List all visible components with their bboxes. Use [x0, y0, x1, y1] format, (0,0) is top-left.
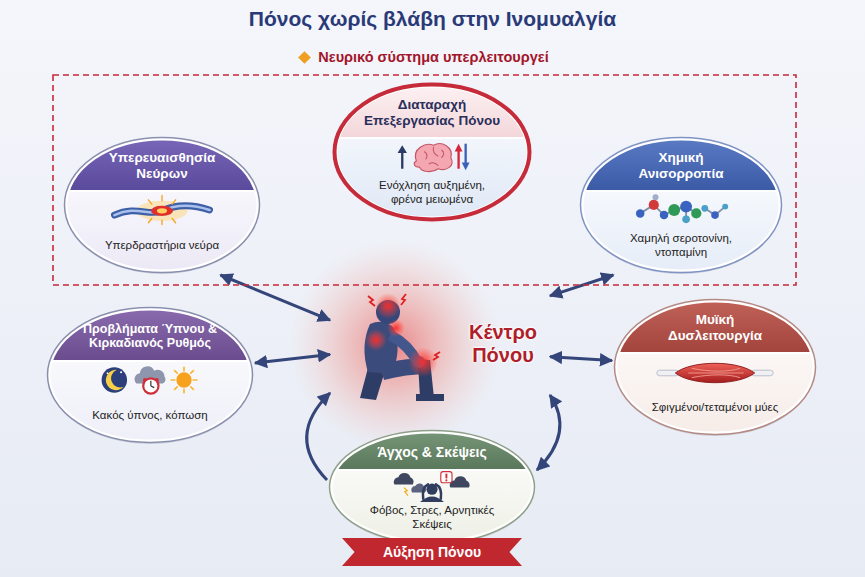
- connector-arrow: [537, 395, 560, 470]
- oval-heading: Μυϊκή Δυσλειτουργία: [653, 305, 778, 351]
- oval-body: Κακός ύπνος, κόπωση: [75, 401, 225, 431]
- factor-oval: Υπερευαισθησία ΝεύρωνΥπερδραστήρια νεύρα: [62, 135, 262, 275]
- oval-body: Ενόχληση αυξημένη, φρένα μειωμένα: [362, 176, 502, 210]
- factor-oval: Προβλήματα Ύπνου & Κιρκαδιανός ΡυθμόςΚακ…: [45, 305, 255, 445]
- crouching-figure: [360, 293, 444, 401]
- diagram-title: Πόνος χωρίς βλάβη στην Ινομυαλγία: [0, 7, 865, 31]
- region-heading: Νευρικό σύστημα υπερλειτουργεί: [52, 46, 797, 68]
- pain-glow: [290, 240, 500, 450]
- oval-body: Υπερδραστήρια νεύρα: [87, 231, 237, 261]
- factor-oval: Διαταραχή Επεξεργασίας ΠόνουΕνόχληση αυξ…: [332, 82, 532, 222]
- region-label: Νευρικό σύστημα υπερλειτουργεί: [318, 49, 548, 65]
- connector-arrow: [550, 357, 612, 361]
- connector-arrow: [255, 354, 330, 363]
- pain-center: Κέντρο Πόνου: [330, 290, 550, 405]
- center-label: Κέντρο Πόνου: [458, 304, 548, 384]
- oval-body: Σφιγμένοι/τεταμένοι μύες: [635, 393, 795, 423]
- dashed-region: Νευρικό σύστημα υπερλειτουργείΥπερευαισθ…: [52, 74, 797, 286]
- oval-body: Χαμηλή σεροτονίνη, ντοπαμίνη: [606, 231, 756, 261]
- factor-oval: Χημική ΑνισορροπίαΧαμηλή σεροτονίνη, ντο…: [578, 135, 784, 275]
- connector-arrow: [307, 393, 330, 480]
- oval-heading: Διαταραχή Επεξεργασίας Πόνου: [357, 90, 507, 136]
- connector-arrow: [220, 275, 330, 320]
- diamond-icon: [298, 51, 311, 64]
- oval-heading: Υπερευαισθησία Νεύρων: [97, 143, 227, 189]
- banner-ribbon: Αύξηση Πόνου: [342, 538, 522, 566]
- oval-heading: Άγχος & Σκέψεις: [352, 434, 512, 470]
- oval-body: Φόβος, Στρες, Αρνητικές Σκέψεις: [370, 502, 495, 534]
- factor-oval: Άγχος & ΣκέψειςΦόβος, Στρες, Αρνητικές Σ…: [327, 428, 537, 570]
- oval-heading: Χημική Ανισορροπία: [624, 143, 739, 189]
- factor-oval: Μυϊκή ΔυσλειτουργίαΣφιγμένοι/τεταμένοι μ…: [612, 297, 818, 437]
- oval-heading: Προβλήματα Ύπνου & Κιρκαδιανός Ρυθμός: [68, 313, 233, 359]
